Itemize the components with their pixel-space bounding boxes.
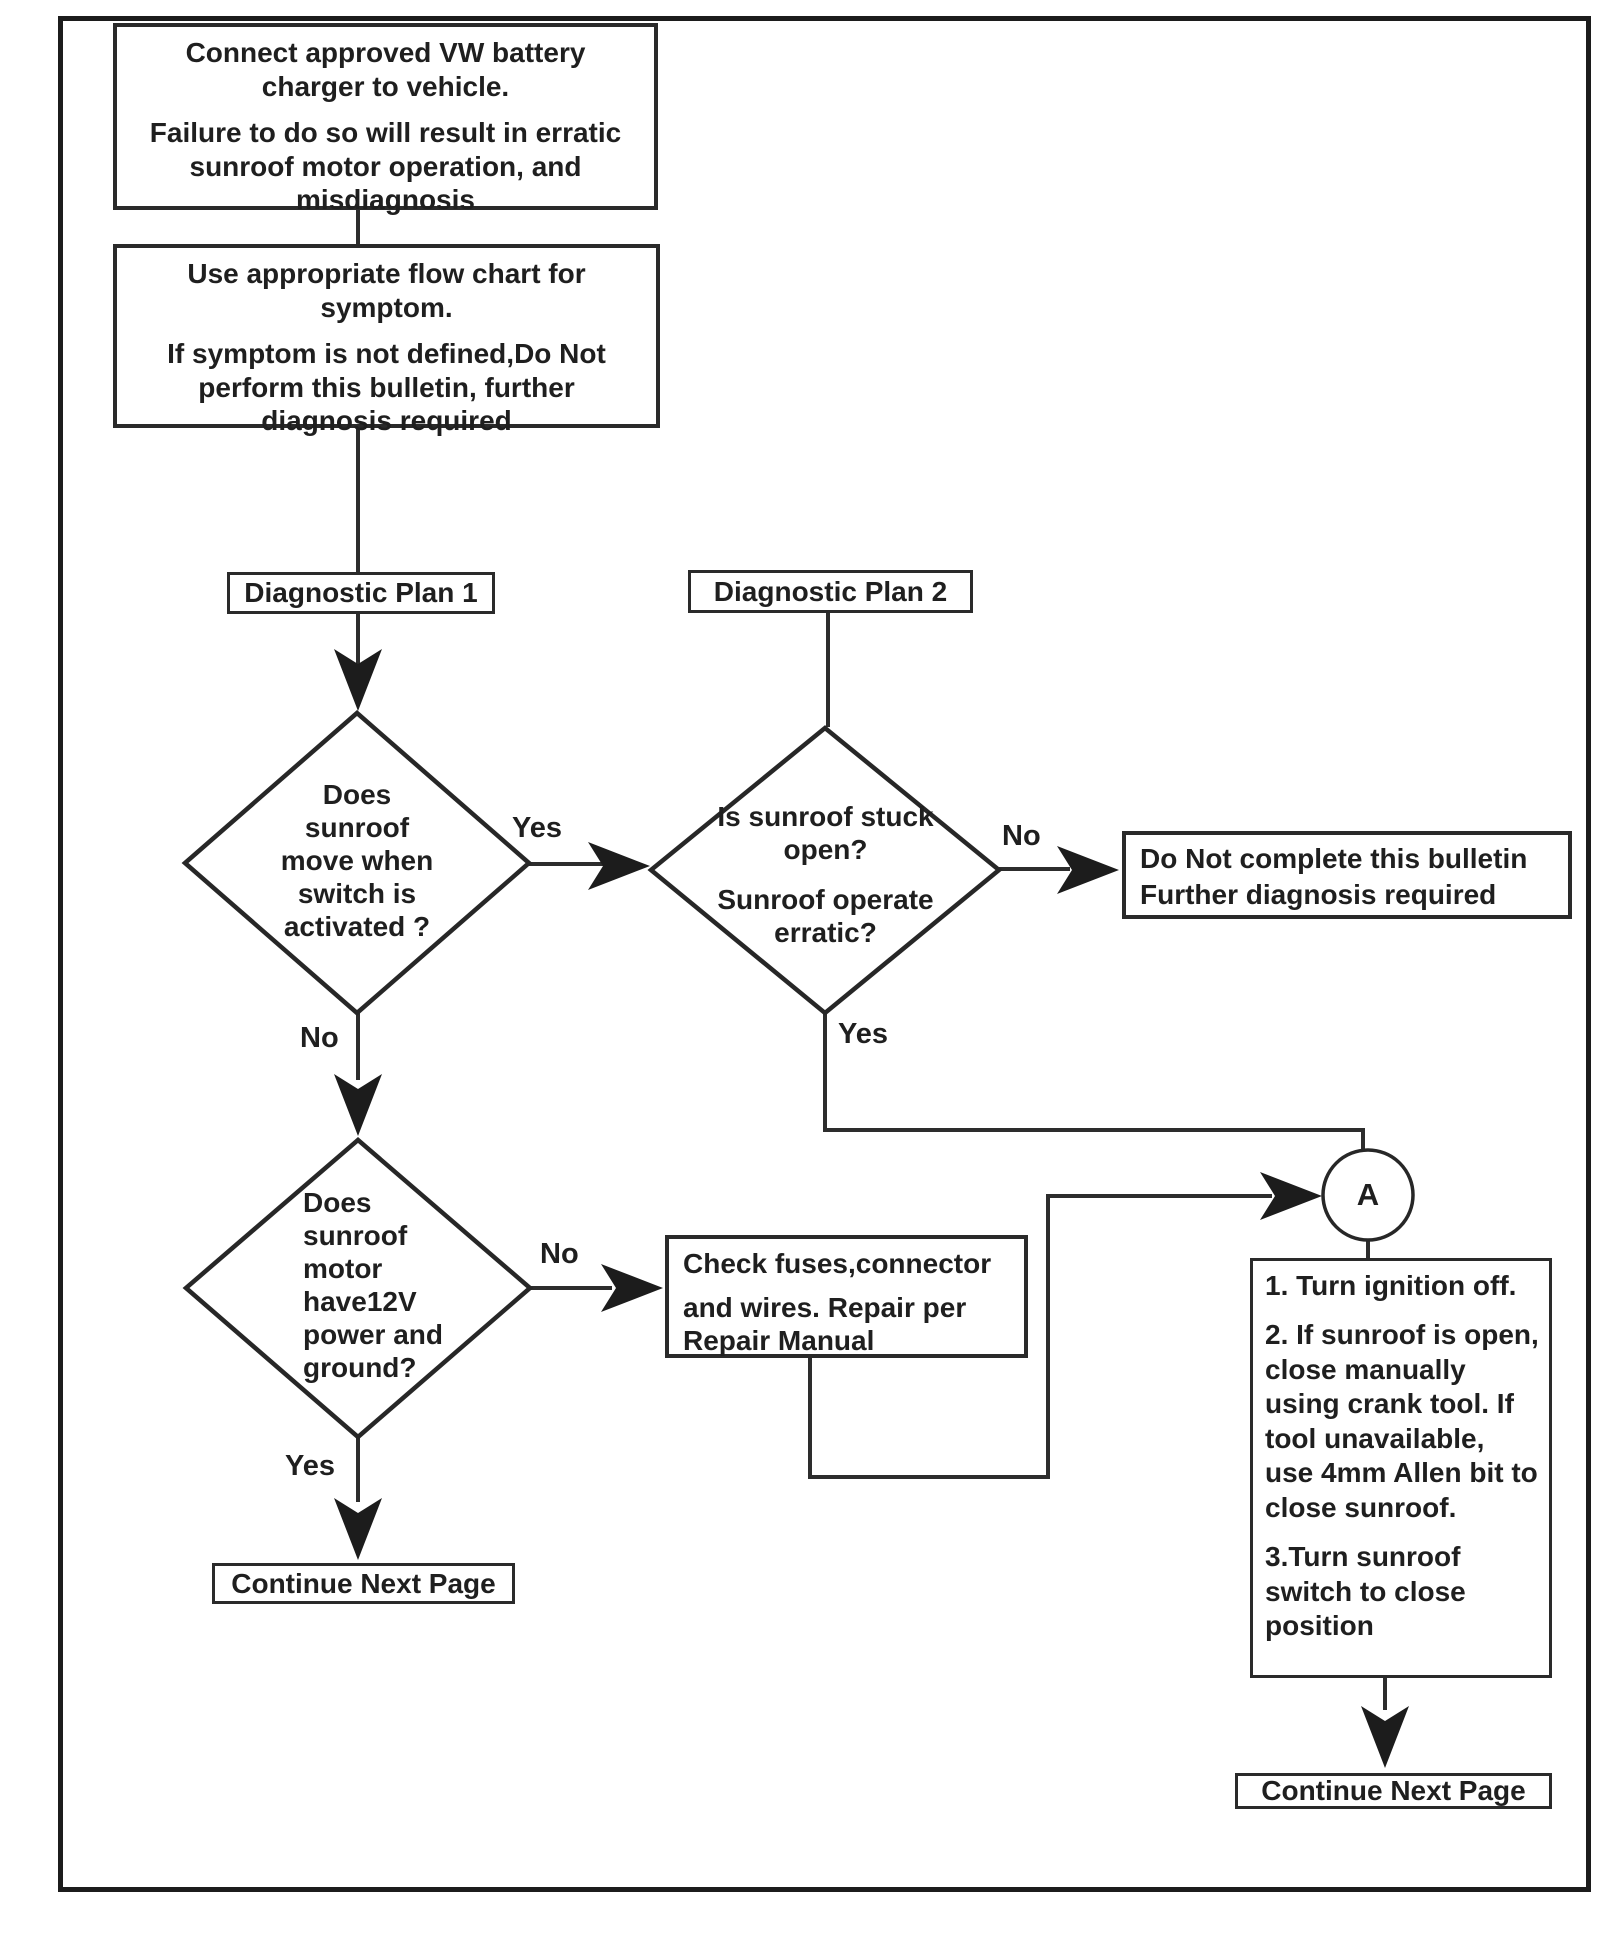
edge-label-no-move: No (300, 1022, 339, 1054)
symptom-line-2: If symptom is not defined,Do Not perform… (167, 338, 606, 437)
check-fuses-line-1: Check fuses,connector (683, 1248, 992, 1279)
continue-next-page-left: Continue Next Page (212, 1563, 515, 1604)
decision-motor-power-shape (182, 1137, 534, 1440)
decision-sunroof-move-shape (181, 710, 533, 1016)
step-3: 3.Turn sunroof switch to close position (1265, 1541, 1466, 1641)
edge-yes-stuck-to-a (823, 1013, 1365, 1153)
edge-label-yes-move: Yes (512, 812, 562, 844)
decision-sunroof-stuck-text: Is sunroof stuck open? Sunroof operate e… (717, 801, 934, 949)
step-1: 1. Turn ignition off. (1265, 1270, 1517, 1301)
edge-label-yes-stuck: Yes (838, 1018, 888, 1050)
battery-warning-box: Connect approved VW battery charger to v… (113, 23, 658, 215)
check-fuses-box: Check fuses,connector and wires. Repair … (665, 1235, 1028, 1358)
repair-steps-box: 1. Turn ignition off. 2. If sunroof is o… (1250, 1258, 1552, 1678)
diagnostic-plan-2-label: Diagnostic Plan 2 (688, 570, 973, 613)
do-not-complete-box: Do Not complete this bulletin Further di… (1122, 831, 1572, 919)
decision-sunroof-move-text: Does sunroof move when switch is activat… (280, 779, 434, 943)
edge-label-no-power: No (540, 1238, 579, 1270)
arrowhead-down (1361, 1706, 1409, 1768)
arrowhead-right (1057, 846, 1119, 894)
arrowhead-down (334, 1074, 382, 1136)
decision-sunroof-stuck-shape (647, 725, 1003, 1016)
connector-a-label: A (1356, 1177, 1380, 1212)
edge-label-yes-power: Yes (285, 1450, 335, 1482)
check-fuses-line-2: and wires. Repair per Repair Manual (683, 1291, 967, 1357)
diagnostic-plan-1-label: Diagnostic Plan 1 (227, 572, 495, 614)
continue-next-page-right: Continue Next Page (1235, 1773, 1552, 1809)
symptom-instructions-box: Use appropriate flow chart for symptom. … (113, 244, 660, 436)
arrowhead-right (588, 842, 650, 890)
battery-warning-line-2: Failure to do so will result in erratic … (149, 117, 622, 216)
page-border (58, 16, 1591, 1892)
do-not-line-1: Do Not complete this bulletin (1140, 843, 1528, 874)
symptom-line-1: Use appropriate flow chart for symptom. (187, 258, 586, 323)
arrowhead-right (1260, 1172, 1322, 1220)
arrowhead-down (334, 649, 382, 711)
edge-label-no-stuck: No (1002, 820, 1041, 852)
step-2: 2. If sunroof is open, close manually us… (1265, 1319, 1539, 1523)
do-not-line-2: Further diagnosis required (1140, 879, 1497, 911)
connector-a-circle (1321, 1148, 1415, 1242)
decision-motor-power-text: Does sunroof motor have12V power and gro… (303, 1187, 444, 1384)
arrowhead-down (334, 1498, 382, 1560)
arrowhead-right (601, 1264, 663, 1312)
battery-warning-line-1: Connect approved VW battery charger to v… (185, 37, 586, 102)
edge-fuses-to-a (808, 1194, 1272, 1479)
